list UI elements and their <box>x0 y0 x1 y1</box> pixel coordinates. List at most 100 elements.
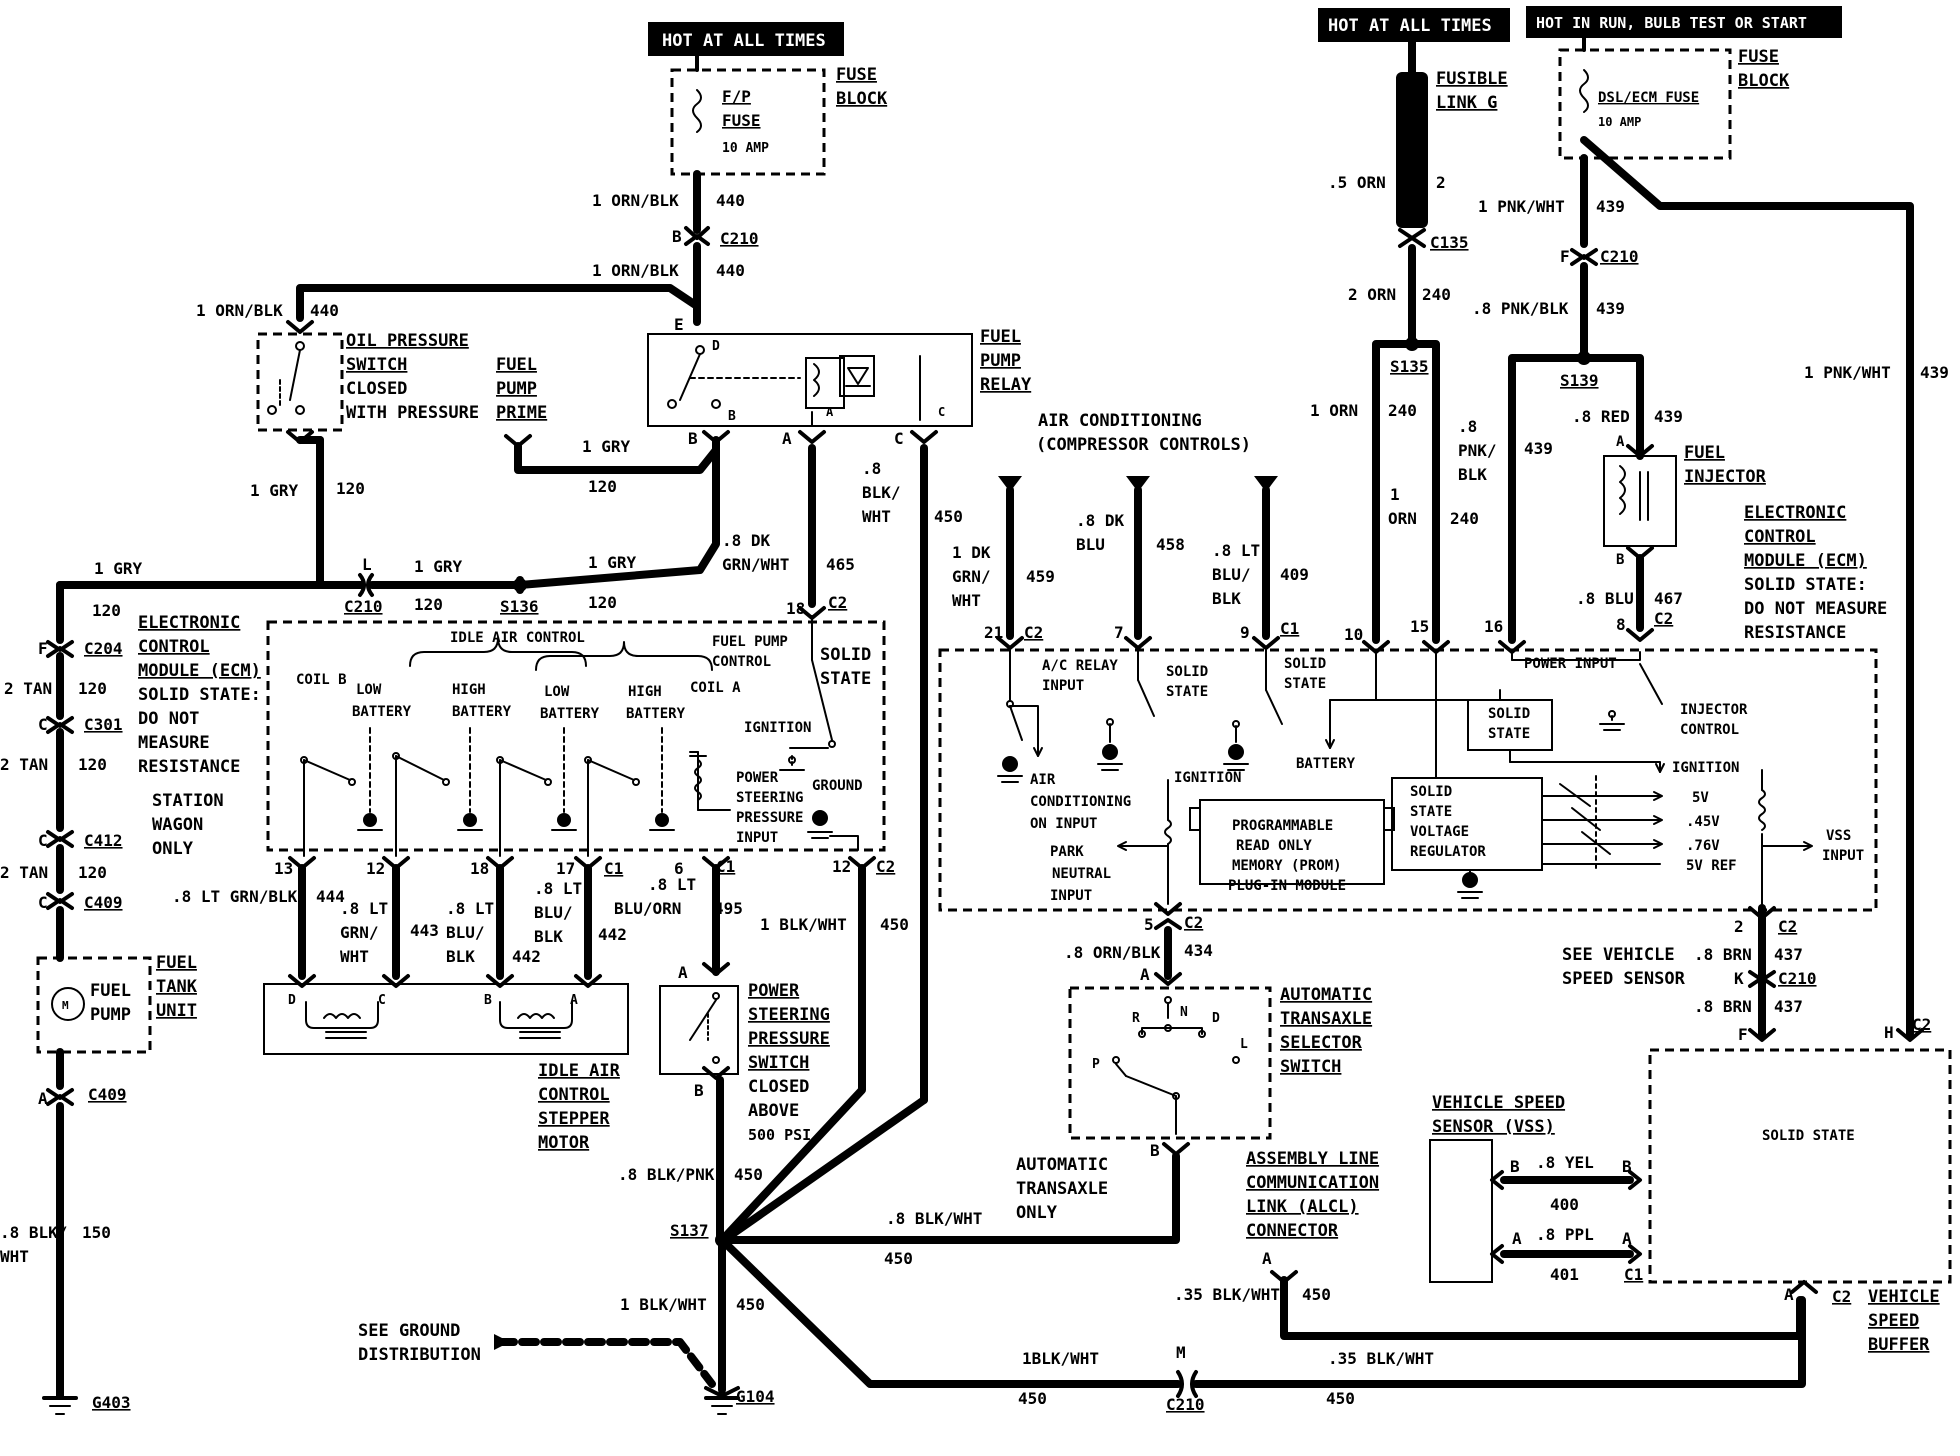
svg-text:F: F <box>1560 247 1570 266</box>
svg-text:12: 12 <box>366 859 385 878</box>
fuse-block-2 <box>1558 48 1732 160</box>
svg-text:S137: S137 <box>670 1221 709 1240</box>
svg-text:BLU: BLU <box>1076 535 1105 554</box>
fuel-tank-unit <box>36 956 152 1054</box>
svg-text:F: F <box>1738 1025 1748 1044</box>
svg-text:C210: C210 <box>1778 969 1817 988</box>
svg-text:N: N <box>1180 1005 1188 1020</box>
svg-text:ORN: ORN <box>1388 509 1417 528</box>
svg-text:A: A <box>782 429 792 448</box>
svg-text:150: 150 <box>82 1223 111 1242</box>
svg-text:BATTERY: BATTERY <box>540 706 600 722</box>
svg-text:MEMORY (PROM): MEMORY (PROM) <box>1232 858 1342 874</box>
svg-text:SOLID: SOLID <box>820 645 871 665</box>
svg-text:.8 LT: .8 LT <box>1212 541 1260 560</box>
svg-text:DO NOT MEASURE: DO NOT MEASURE <box>1744 599 1887 619</box>
svg-text:TANK: TANK <box>156 977 198 997</box>
fusible-link-g <box>1396 72 1428 228</box>
svg-text:FUSE: FUSE <box>722 111 761 130</box>
svg-text:FUSE: FUSE <box>1738 47 1779 67</box>
svg-text:240: 240 <box>1450 509 1479 528</box>
svg-text:C409: C409 <box>88 1085 127 1104</box>
svg-text:STATE: STATE <box>1410 804 1452 820</box>
svg-text:DISTRIBUTION: DISTRIBUTION <box>358 1345 481 1365</box>
svg-text:C: C <box>938 405 945 419</box>
svg-text:TRANSAXLE: TRANSAXLE <box>1016 1179 1108 1199</box>
svg-text:.8 DK: .8 DK <box>1076 511 1125 530</box>
svg-text:1 ORN/BLK: 1 ORN/BLK <box>196 301 283 320</box>
svg-text:2: 2 <box>1734 917 1744 936</box>
svg-text:BATTERY: BATTERY <box>1296 756 1356 772</box>
svg-text:443: 443 <box>410 921 439 940</box>
svg-text:STATE: STATE <box>1284 676 1326 692</box>
svg-text:5: 5 <box>1144 915 1154 934</box>
svg-text:434: 434 <box>1184 941 1213 960</box>
svg-text:SPEED: SPEED <box>1868 1311 1919 1331</box>
svg-text:CONTROL: CONTROL <box>138 637 210 657</box>
svg-text:A: A <box>1512 1229 1522 1248</box>
svg-text:SPEED SENSOR: SPEED SENSOR <box>1562 969 1686 989</box>
svg-text:NEUTRAL: NEUTRAL <box>1052 866 1111 882</box>
svg-text:BLOCK: BLOCK <box>1738 71 1790 91</box>
svg-text:A: A <box>678 963 688 982</box>
svg-text:IDLE AIR: IDLE AIR <box>538 1061 621 1081</box>
svg-text:WITH PRESSURE: WITH PRESSURE <box>346 403 479 423</box>
svg-text:WHT: WHT <box>340 947 369 966</box>
svg-text:PRIME: PRIME <box>496 403 547 423</box>
svg-text:PNK/: PNK/ <box>1458 441 1497 460</box>
svg-text:5V REF: 5V REF <box>1686 858 1737 874</box>
svg-text:LINK (ALCL): LINK (ALCL) <box>1246 1197 1359 1217</box>
fuel-pump-relay <box>647 333 973 427</box>
svg-text:C: C <box>38 893 48 912</box>
svg-text:POWER: POWER <box>736 770 779 786</box>
svg-text:.8 DK: .8 DK <box>722 531 771 550</box>
svg-text:A/C RELAY: A/C RELAY <box>1042 658 1118 674</box>
svg-text:C1: C1 <box>1624 1265 1643 1284</box>
svg-text:440: 440 <box>716 191 745 210</box>
svg-text:D: D <box>712 339 720 354</box>
svg-text:BLK: BLK <box>446 947 475 966</box>
svg-text:450: 450 <box>1302 1285 1331 1304</box>
svg-text:A: A <box>570 993 578 1008</box>
svg-text:B: B <box>728 409 736 424</box>
svg-text:.8 BRN: .8 BRN <box>1694 945 1752 964</box>
svg-text:STEERING: STEERING <box>736 790 803 806</box>
svg-text:1 BLK/WHT: 1 BLK/WHT <box>760 915 847 934</box>
svg-text:LOW: LOW <box>544 684 570 700</box>
svg-text:HIGH: HIGH <box>628 684 662 700</box>
svg-text:.8 LT: .8 LT <box>648 875 696 894</box>
svg-text:.8 LT: .8 LT <box>340 899 388 918</box>
svg-text:437: 437 <box>1774 997 1803 1016</box>
svg-text:SENSOR (VSS): SENSOR (VSS) <box>1432 1117 1555 1137</box>
svg-text:POWER: POWER <box>748 981 800 1001</box>
svg-text:495: 495 <box>714 899 743 918</box>
svg-text:CLOSED: CLOSED <box>346 379 407 399</box>
svg-text:C204: C204 <box>84 639 123 658</box>
vehicle-speed-sensor <box>1429 1139 1493 1283</box>
svg-text:IGNITION: IGNITION <box>744 720 811 736</box>
svg-text:IGNITION: IGNITION <box>1174 770 1241 786</box>
svg-text:A: A <box>1262 1249 1272 1268</box>
svg-text:A: A <box>1140 965 1150 984</box>
svg-text:C: C <box>378 993 386 1008</box>
svg-text:.8 LT: .8 LT <box>534 879 582 898</box>
svg-text:ONLY: ONLY <box>152 839 194 859</box>
svg-text:WHT: WHT <box>952 591 981 610</box>
svg-text:INJECTOR: INJECTOR <box>1680 702 1748 718</box>
fuse-symbol-1 <box>692 89 702 133</box>
svg-text:ONLY: ONLY <box>1016 1203 1058 1223</box>
svg-text:SOLID: SOLID <box>1488 706 1530 722</box>
svg-text:SWITCH: SWITCH <box>748 1053 809 1073</box>
power-steering-switch <box>659 985 739 1075</box>
svg-text:STATION: STATION <box>152 791 224 811</box>
svg-text:PARK: PARK <box>1050 844 1084 860</box>
svg-text:.8 PNK/BLK: .8 PNK/BLK <box>1472 299 1569 318</box>
svg-text:SOLID STATE:: SOLID STATE: <box>1744 575 1867 595</box>
svg-text:439: 439 <box>1524 439 1553 458</box>
svg-text:SWITCH: SWITCH <box>346 355 407 375</box>
svg-text:120: 120 <box>78 679 107 698</box>
svg-text:D: D <box>288 993 296 1008</box>
svg-text:BLK: BLK <box>534 927 563 946</box>
svg-text:18: 18 <box>470 859 489 878</box>
svg-text:FUEL: FUEL <box>156 953 197 973</box>
